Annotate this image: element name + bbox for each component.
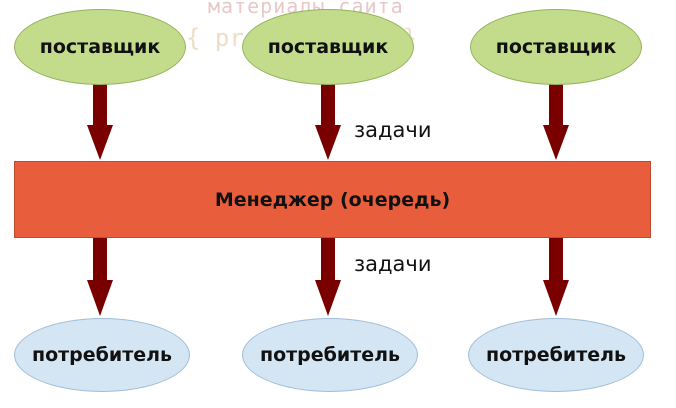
consumer-label: потребитель — [31, 344, 173, 366]
producer-label: поставщик — [267, 36, 389, 58]
manager-queue-box: Менеджер (очередь) — [14, 161, 651, 238]
producer-label: поставщик — [39, 36, 161, 58]
producer-node-1: поставщик — [14, 9, 186, 85]
consumer-node-1: потребитель — [14, 318, 190, 392]
producer-node-3: поставщик — [470, 9, 642, 85]
arrow-manager-to-consumer-2 — [315, 238, 341, 316]
consumer-node-2: потребитель — [242, 318, 418, 392]
manager-label: Менеджер (очередь) — [214, 188, 451, 211]
arrow-producer-1-to-manager — [87, 83, 113, 160]
producer-label: поставщик — [495, 36, 617, 58]
consumer-label: потребитель — [259, 344, 401, 366]
arrow-producer-3-to-manager — [543, 83, 569, 160]
edge-label-tasks-bottom: задачи — [354, 252, 432, 276]
producer-node-2: поставщик — [242, 9, 414, 85]
consumer-label: потребитель — [485, 344, 627, 366]
arrow-manager-to-consumer-1 — [87, 238, 113, 316]
arrow-manager-to-consumer-3 — [543, 238, 569, 316]
arrow-producer-2-to-manager — [315, 83, 341, 160]
edge-label-tasks-top: задачи — [354, 118, 432, 142]
consumer-node-3: потребитель — [468, 318, 644, 392]
